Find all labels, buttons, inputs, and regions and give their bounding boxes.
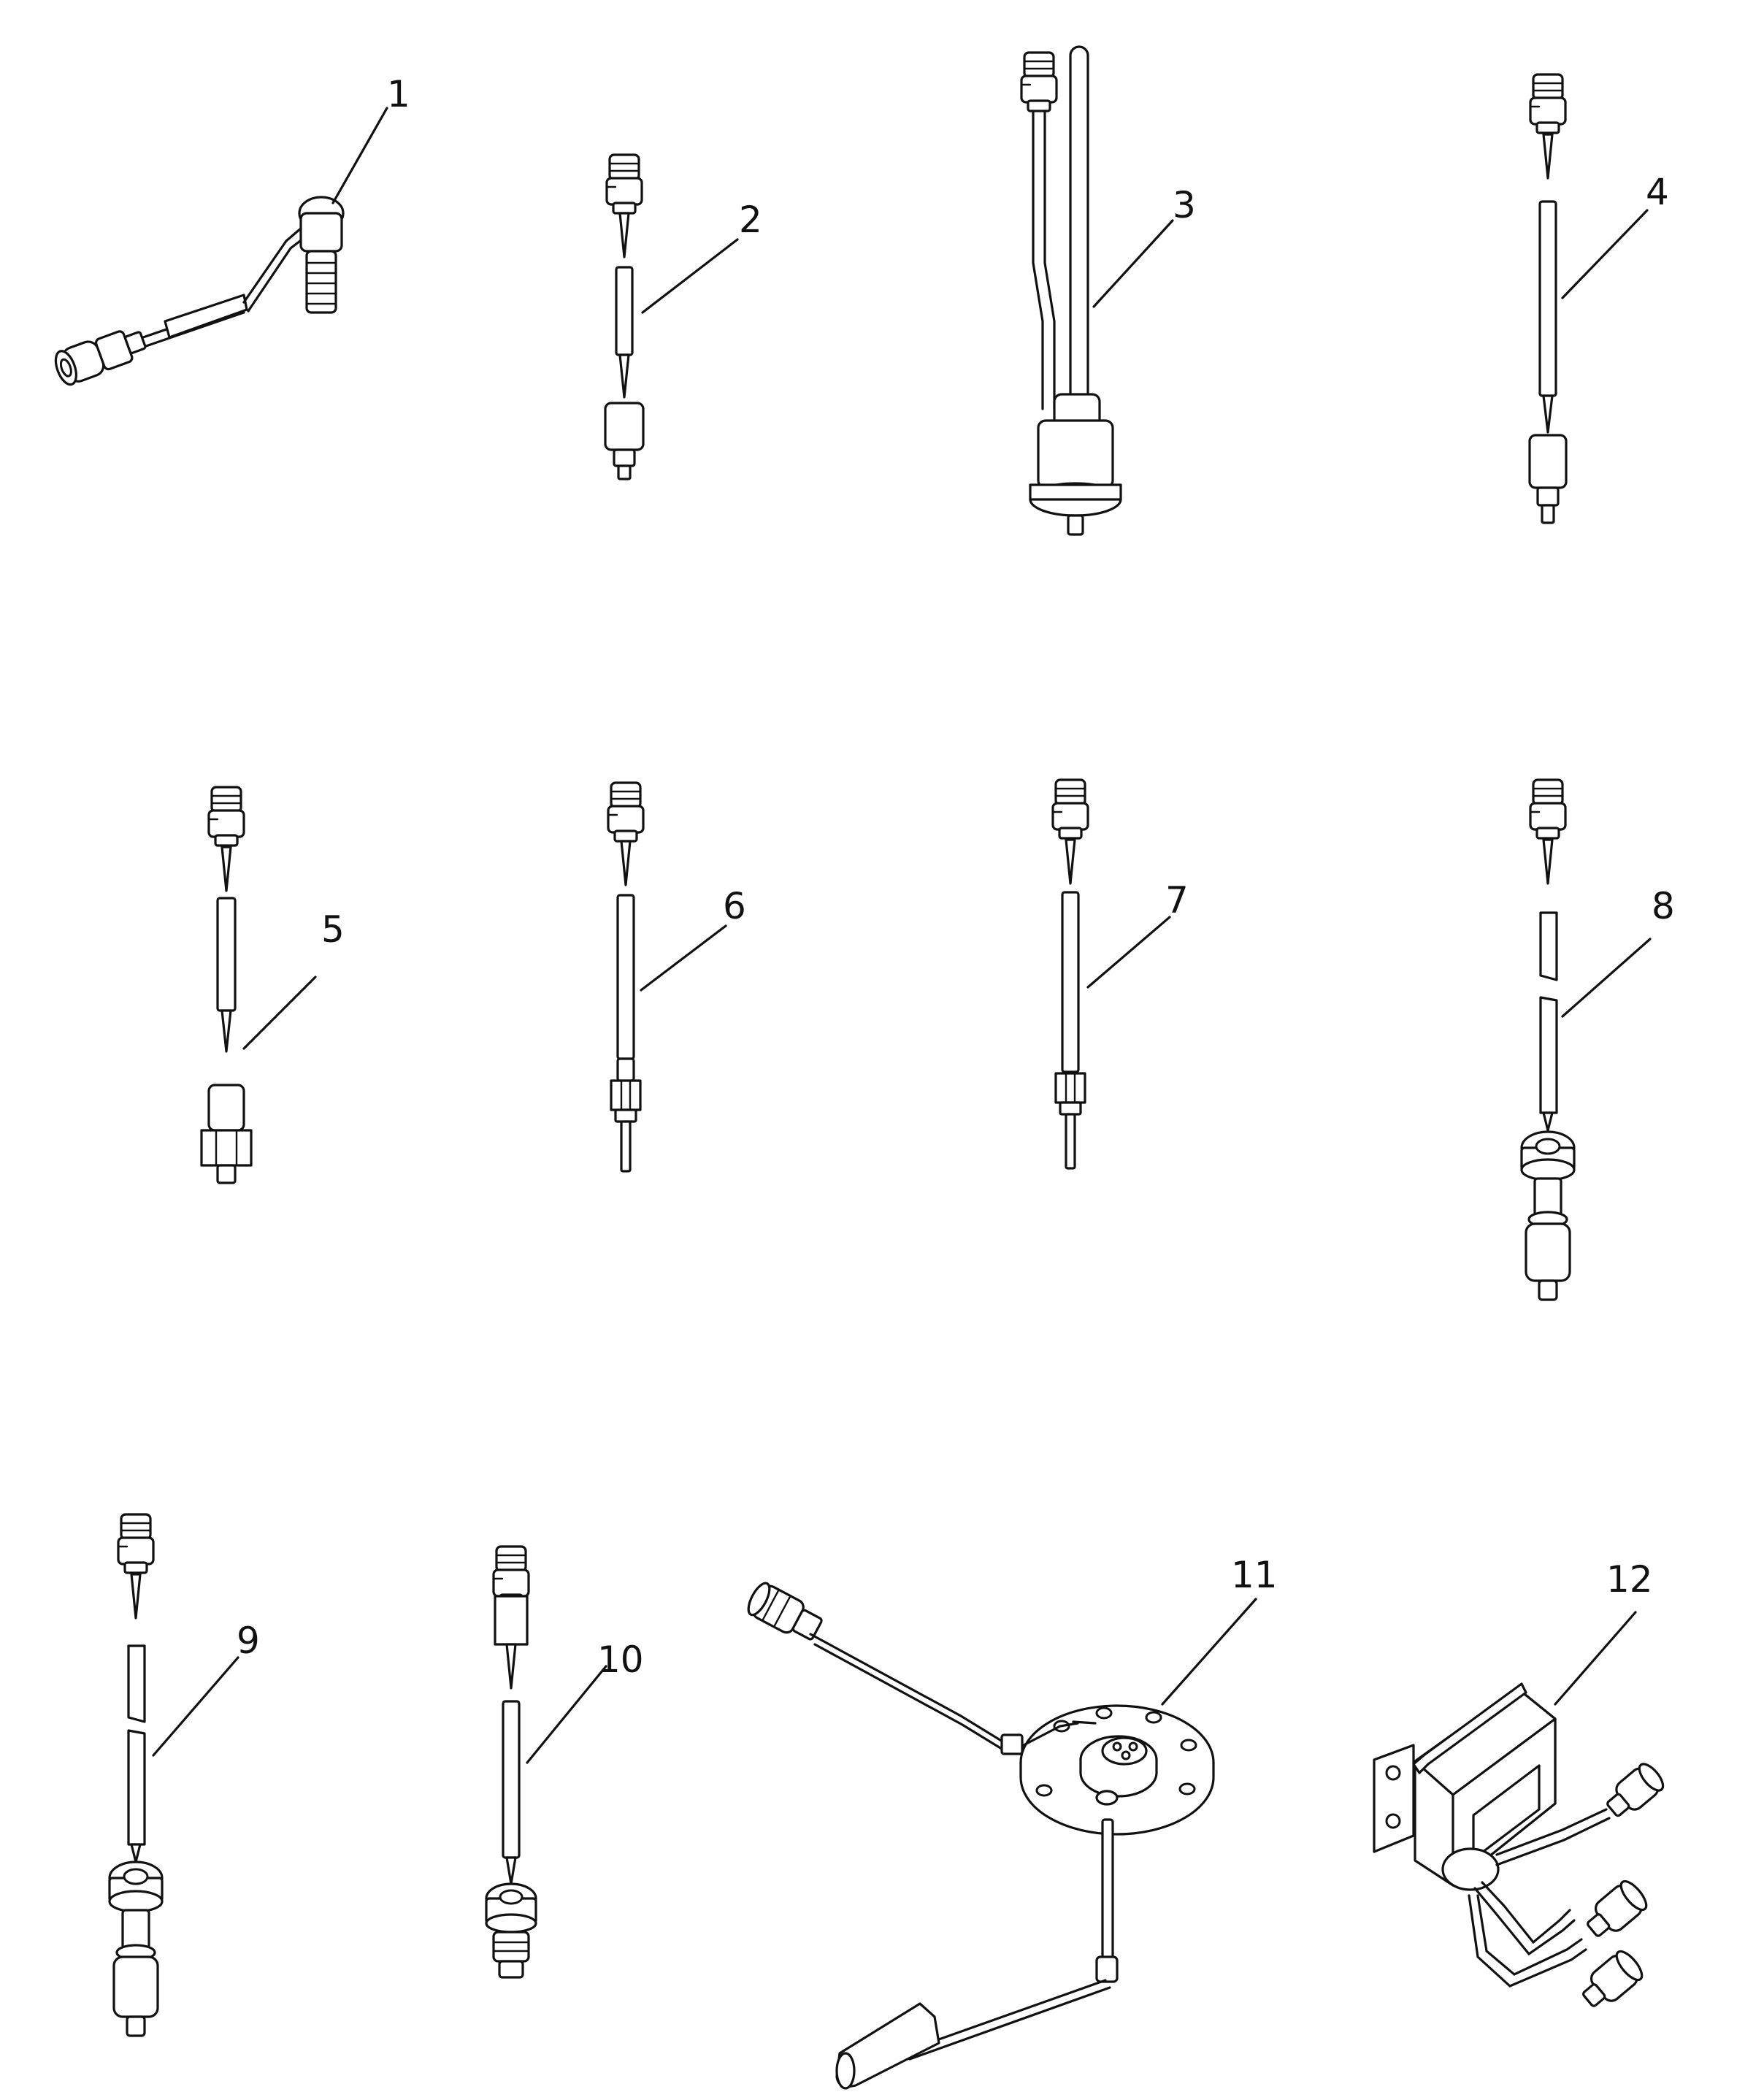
callout-4-label: 4 [1646, 171, 1669, 213]
part-8-sensor: 8 [1520, 778, 1675, 1301]
part-3-sender: 3 [1020, 45, 1196, 536]
callout-2-label: 2 [739, 199, 762, 241]
part-7-sensor: 7 [1051, 778, 1189, 1170]
callout-3-label: 3 [1173, 184, 1196, 226]
callout-11-label: 11 [1231, 1554, 1278, 1596]
part-10-switch: 10 [485, 1545, 644, 1979]
part-5-switch: 5 [200, 786, 345, 1184]
callout-9-label: 9 [237, 1620, 260, 1662]
part-2-sensor: 2 [604, 153, 762, 480]
callout-12-label: 12 [1606, 1558, 1653, 1601]
callout-6-label: 6 [723, 885, 746, 927]
part-11-fuel-gauge-unit: 11 [747, 1554, 1278, 2090]
callout-5-label: 5 [321, 908, 345, 951]
callout-7-label: 7 [1165, 879, 1189, 921]
callout-1-label: 1 [387, 73, 410, 115]
callout-8-label: 8 [1652, 885, 1675, 927]
part-4-sensor: 4 [1528, 73, 1669, 524]
part-12-relay-box: 12 [1373, 1558, 1665, 2007]
part-6-sensor: 6 [607, 781, 746, 1173]
part-9-sensor: 9 [108, 1513, 260, 2037]
part-1-sensor: 1 [54, 73, 410, 386]
callout-10-label: 10 [597, 1639, 644, 1681]
